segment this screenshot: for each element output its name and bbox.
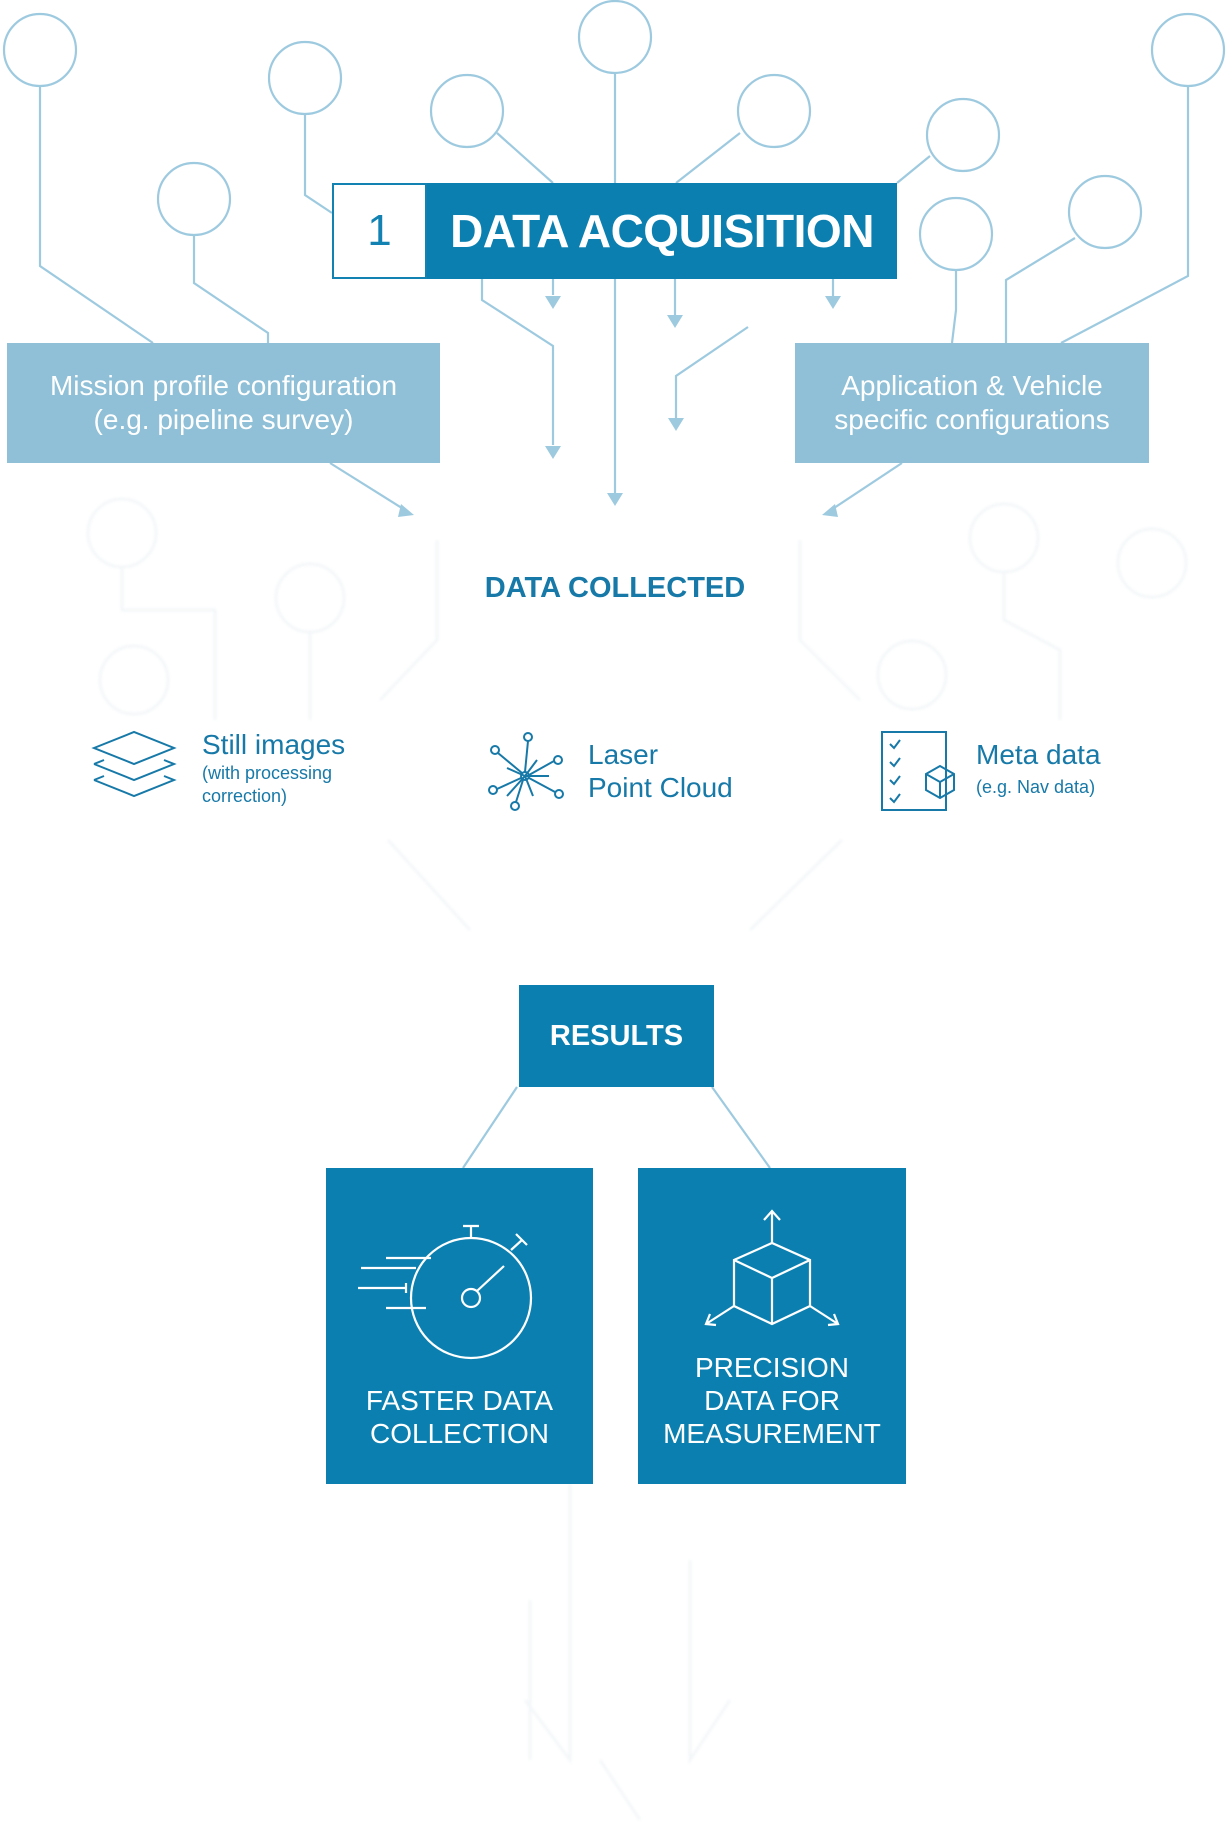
layers-icon: [91, 730, 177, 798]
3d-cube-axes-icon: [704, 1209, 840, 1327]
laser-title-line2: Point Cloud: [588, 772, 733, 803]
meta-data-sub: (e.g. Nav data): [976, 777, 1096, 797]
step-number-text: 1: [367, 206, 392, 255]
mission-profile-line1: Mission profile configuration: [49, 370, 398, 401]
node-circle: [925, 97, 1001, 173]
meta-data-title: Meta data: [976, 739, 1101, 770]
still-images-title: Still images: [202, 729, 346, 760]
faster-data-line2: COLLECTION: [370, 1418, 549, 1449]
node-circle: [918, 196, 994, 272]
step-number: 1: [332, 183, 427, 279]
precision-line3: MEASUREMENT: [663, 1418, 881, 1449]
node-circle: [1067, 174, 1143, 250]
mission-profile-box: Mission profile configuration (e.g. pipe…: [7, 343, 440, 463]
arrow-heads: [398, 296, 841, 517]
node-circle: [1150, 12, 1226, 88]
vehicle-config-line1: Application & Vehicle: [841, 370, 1103, 401]
connector-lines: [2, 0, 1226, 1169]
stopwatch-icon: [358, 1224, 533, 1360]
data-collected-heading: DATA COLLECTED: [484, 572, 746, 604]
results-heading-box: RESULTS: [519, 985, 714, 1087]
vehicle-config-box: Application & Vehicle specific configura…: [795, 343, 1149, 463]
still-images-sub2: correction): [202, 786, 288, 806]
mission-profile-line2: (e.g. pipeline survey): [93, 404, 354, 435]
precision-line1: PRECISION: [694, 1352, 850, 1383]
faster-data-card: FASTER DATA COLLECTION: [326, 1168, 593, 1484]
precision-line2: DATA FOR: [704, 1385, 840, 1416]
vehicle-config-line2: specific configurations: [834, 404, 1110, 435]
section-title-text: DATA ACQUISITION: [450, 205, 874, 257]
faint-background-network: [86, 497, 1188, 1821]
still-images-sub1: (with processing: [202, 763, 333, 783]
node-circle: [156, 161, 232, 237]
results-heading: RESULTS: [549, 1019, 684, 1052]
node-circle: [2, 12, 78, 88]
point-cloud-icon: [488, 732, 564, 811]
node-circle: [577, 0, 653, 75]
section-title: DATA ACQUISITION: [427, 183, 897, 279]
laser-title-line1: Laser: [588, 739, 659, 770]
faster-data-line1: FASTER DATA: [365, 1385, 554, 1416]
checklist-cube-icon: [881, 731, 955, 811]
node-circle: [736, 73, 812, 149]
node-circle: [429, 73, 505, 149]
precision-data-card: PRECISION DATA FOR MEASUREMENT: [638, 1168, 906, 1484]
node-circle: [267, 40, 343, 116]
